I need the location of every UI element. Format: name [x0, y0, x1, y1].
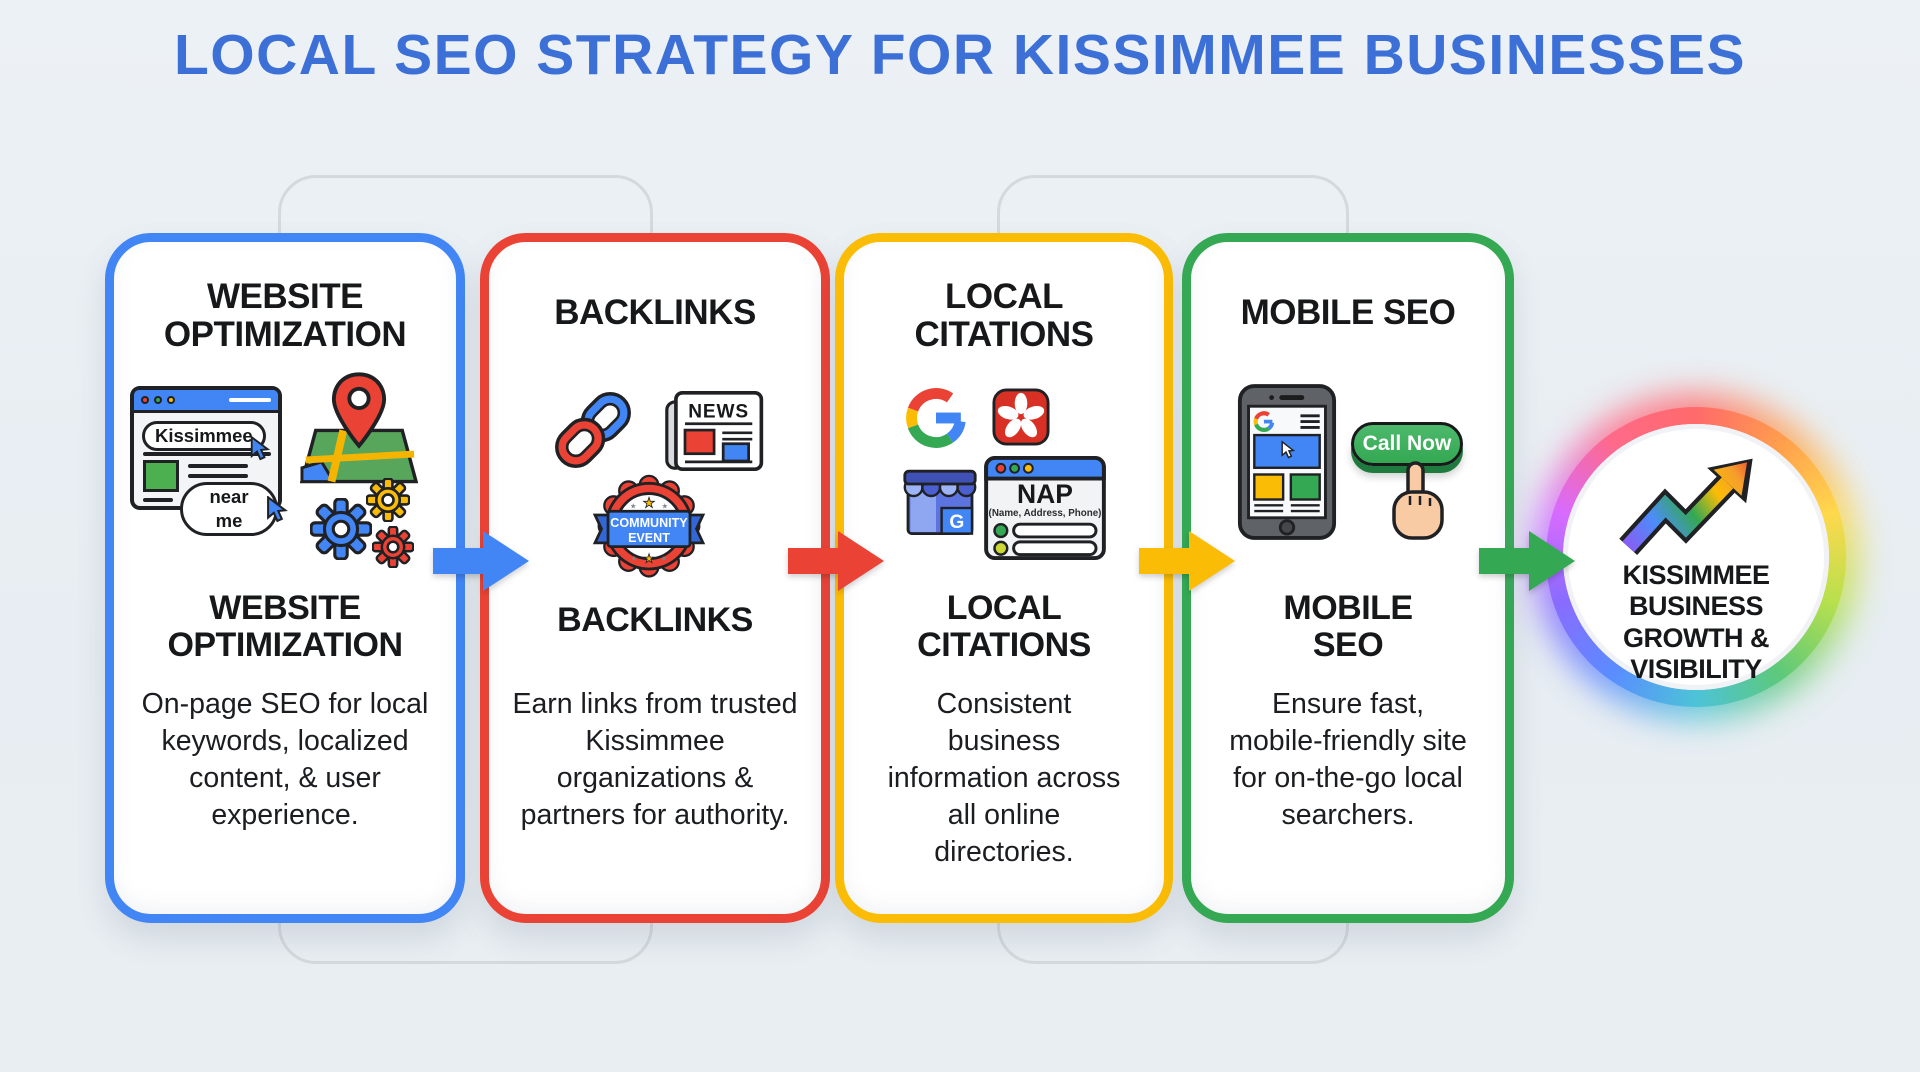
- browser-titlebar: [134, 390, 278, 413]
- flow-arrow-red: [788, 531, 884, 591]
- badge-label-line2: EVENT: [628, 531, 670, 545]
- flow-arrow-yellow: [1139, 531, 1235, 591]
- chain-link-icon: [555, 392, 631, 468]
- text-line: [188, 464, 248, 468]
- card-subtitle: WEBSITE OPTIMIZATION: [167, 589, 403, 665]
- card-subtitle: LOCAL CITATIONS: [917, 589, 1091, 665]
- nap-sublabel: (Name, Address, Phone): [989, 508, 1102, 519]
- card-heading: LOCAL CITATIONS: [914, 277, 1094, 354]
- map-pin-icon: [331, 372, 387, 449]
- divider-line: [143, 452, 271, 456]
- star-icon: ★: [630, 501, 637, 510]
- local-citations-illustration: G NAP (Name, Address, Phone): [844, 382, 1164, 580]
- website-optimization-illustration: Kissimmee near me: [114, 372, 456, 580]
- card-mobile-seo: MOBILE SEO: [1182, 233, 1514, 923]
- card-heading: BACKLINKS: [554, 293, 756, 332]
- near-me-pill: near me: [180, 482, 278, 536]
- search-pill: Kissimmee: [142, 421, 266, 451]
- star-icon: ★: [661, 556, 667, 563]
- smartphone-icon: [1237, 384, 1337, 540]
- gear-icon-yellow: [366, 478, 410, 522]
- browser-dot-green: [154, 396, 162, 404]
- google-business-storefront-icon: G: [903, 469, 977, 535]
- nap-label: NAP: [1017, 479, 1073, 509]
- text-line: [143, 498, 173, 502]
- card-subtitle: BACKLINKS: [557, 601, 753, 639]
- yelp-icon: [992, 388, 1050, 446]
- page-title: LOCAL SEO STRATEGY FOR KISSIMMEE BUSINES…: [173, 23, 1747, 87]
- cursor-icon: [267, 496, 288, 523]
- community-event-badge-icon: ★ ★ ★ COMMUNITY EVENT ★ ★ ★: [592, 474, 706, 578]
- card-description: Ensure fast, mobile-friendly site for on…: [1229, 688, 1467, 832]
- google-logo-icon: [906, 388, 966, 448]
- map-icon: [300, 428, 418, 484]
- card-backlinks: BACKLINKS NEWS: [480, 233, 830, 923]
- star-icon: ★: [661, 501, 668, 510]
- cursor-icon: [250, 436, 271, 461]
- card-subtitle: MOBILE SEO: [1283, 589, 1413, 665]
- card-heading: WEBSITE OPTIMIZATION: [163, 277, 407, 354]
- tap-hand-icon: [1392, 461, 1444, 540]
- star-icon: ★: [644, 551, 655, 565]
- card-description: Earn links from trusted Kissimmee organi…: [512, 688, 798, 832]
- card-website-optimization: WEBSITE OPTIMIZATION Kissimmee near me: [105, 233, 465, 923]
- gmb-letter: G: [949, 512, 964, 533]
- card-description: On-page SEO for local keywords, localize…: [141, 688, 429, 832]
- growth-arrow-icon: [1619, 458, 1753, 555]
- card-heading: MOBILE SEO: [1240, 293, 1456, 332]
- content-block-green: [143, 460, 179, 492]
- flow-arrow-blue: [433, 531, 529, 591]
- call-now-button-illustration: Call Now: [1351, 422, 1463, 466]
- star-icon: ★: [643, 495, 656, 511]
- browser-dot-yellow: [167, 396, 175, 404]
- flow-arrow-green: [1479, 531, 1575, 591]
- browser-dot-red: [141, 396, 149, 404]
- card-description: Consistent business information across a…: [887, 688, 1121, 869]
- result-text: KISSIMMEE BUSINESS GROWTH & VISIBILITY: [1622, 560, 1770, 684]
- nap-window-icon: NAP (Name, Address, Phone): [984, 456, 1106, 560]
- gear-icon-red: [372, 526, 414, 568]
- text-line: [188, 474, 248, 478]
- result-badge-inner: KISSIMMEE BUSINESS GROWTH & VISIBILITY: [1563, 424, 1829, 690]
- star-icon: ★: [631, 556, 637, 563]
- newspaper-icon: NEWS: [665, 391, 764, 471]
- result-badge: KISSIMMEE BUSINESS GROWTH & VISIBILITY: [1532, 393, 1860, 721]
- card-local-citations: LOCAL CITATIONS: [835, 233, 1173, 923]
- news-label: NEWS: [688, 401, 749, 422]
- browser-titlebar-line: [229, 398, 271, 402]
- backlinks-illustration: NEWS ★ ★ ★: [489, 382, 821, 580]
- call-now-label: Call Now: [1362, 432, 1452, 455]
- mobile-seo-illustration: Call Now: [1191, 382, 1505, 580]
- badge-label-line1: COMMUNITY: [610, 516, 688, 530]
- gear-icon-blue: [310, 498, 372, 560]
